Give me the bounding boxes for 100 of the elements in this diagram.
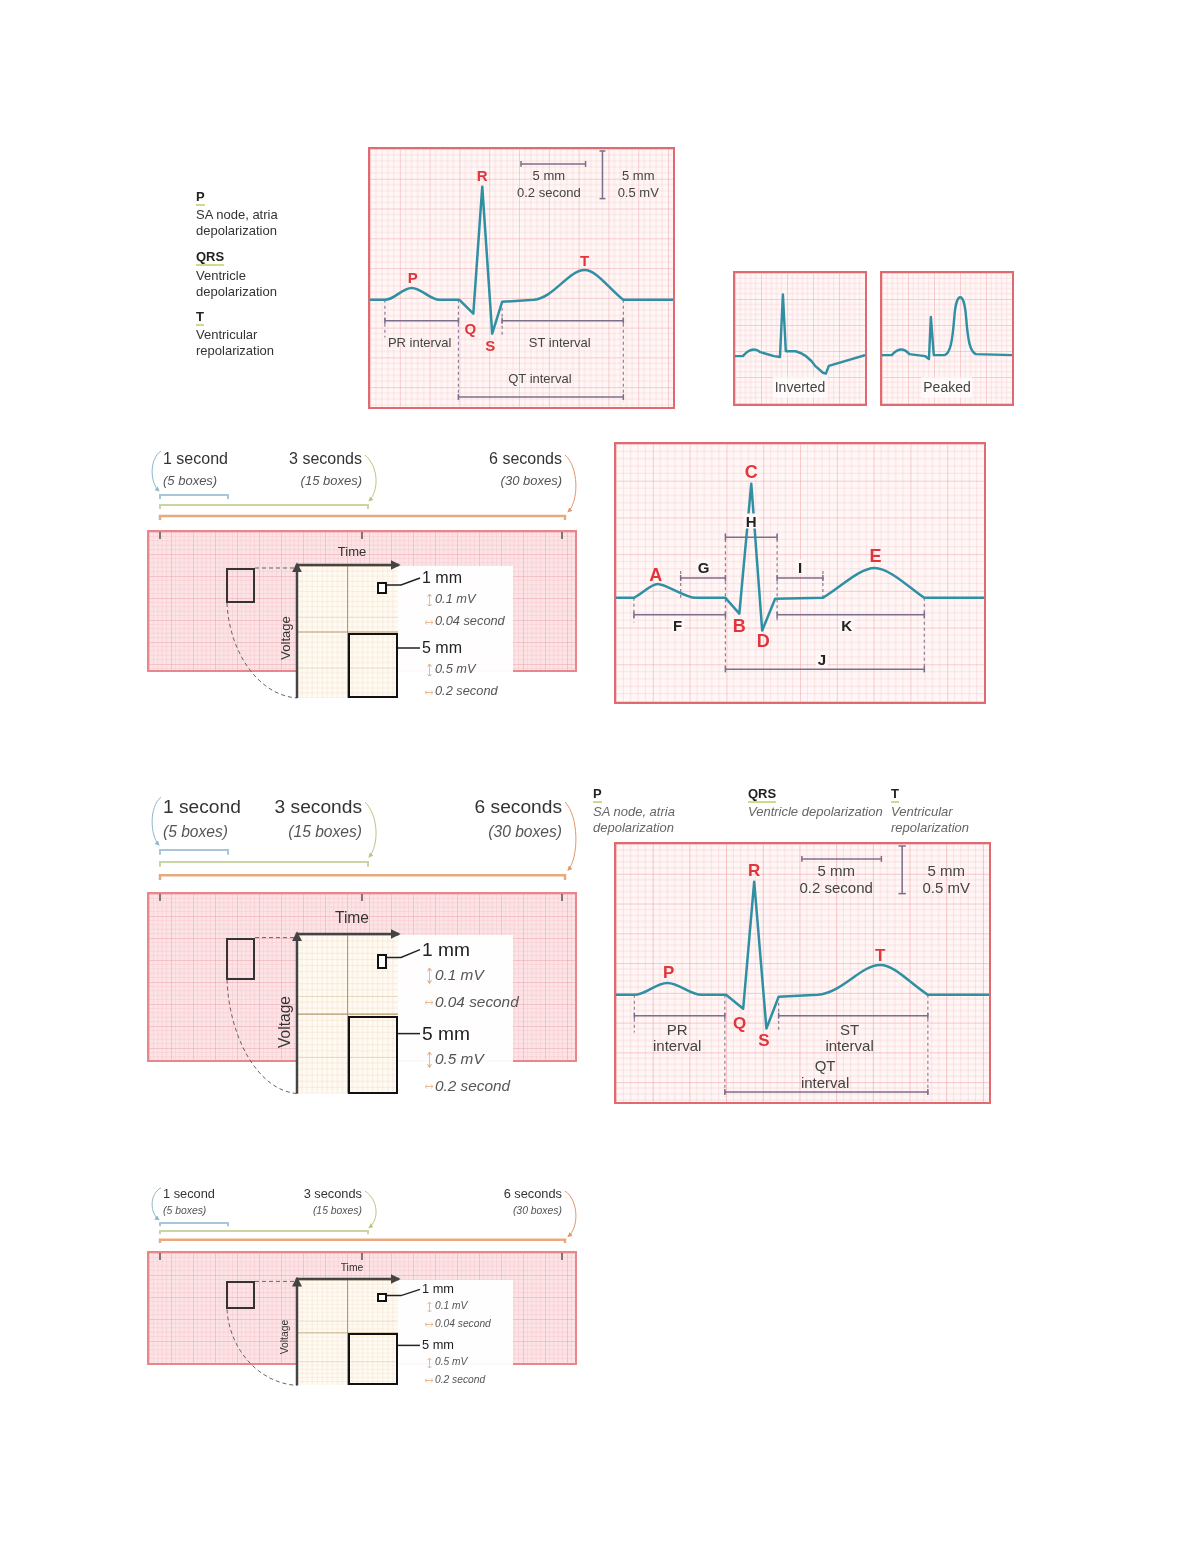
scale-value: 0.04 second [435, 993, 519, 1010]
waveform-caption: Inverted [772, 377, 828, 398]
wave-letter: S [758, 1030, 770, 1053]
interval-label: PR interval [651, 1021, 703, 1054]
box-count-label: (5 boxes) [163, 1205, 207, 1217]
small-grid-square [377, 582, 387, 594]
time-label: 1 second [163, 451, 228, 467]
scale-label: 1 mm [422, 568, 462, 588]
time-label: 1 second [163, 797, 241, 817]
ecg-grid-panel [614, 842, 991, 1104]
wave-name: QRS [196, 249, 225, 266]
wave-description: Ventricle depolarization [196, 268, 278, 300]
box-count-label: (30 boxes) [488, 824, 562, 840]
scale-value: 0.2 second [435, 1077, 511, 1094]
interval-label: QT interval [799, 1057, 851, 1091]
scale-label: 5 mm [817, 862, 855, 878]
scale-value: 0.5 mV [435, 1357, 468, 1368]
box-count-label: (15 boxes) [288, 824, 362, 840]
wave-letter: Q [464, 318, 477, 339]
axis-label: Time [337, 545, 367, 559]
ecg-grid-panel [368, 147, 675, 409]
wave-letter: P [662, 962, 675, 985]
wave-letter: E [869, 547, 882, 566]
wave-letter: K [839, 617, 855, 633]
scale-label: 0.2 second [799, 879, 873, 895]
small-grid-square [377, 954, 387, 969]
leader-line [386, 1288, 421, 1297]
wave-description: Ventricular repolarization [891, 804, 971, 836]
scale-value: 0.2 second [435, 1374, 486, 1386]
wave-description: SA node, atria depolarization [196, 207, 279, 239]
box-count-label: (30 boxes) [512, 1205, 562, 1217]
scale-value: 0.04 second [435, 1318, 491, 1330]
wave-letter: A [649, 566, 663, 584]
wave-name: T [891, 786, 899, 803]
wave-description: Ventricular repolarization [196, 327, 276, 359]
interval-label: ST interval [527, 335, 592, 350]
time-label: 6 seconds [489, 451, 562, 467]
scale-value: 0.04 second [435, 614, 505, 628]
leader-line [397, 1032, 421, 1035]
interval-label: PR interval [387, 335, 452, 350]
axis-label: Voltage [277, 995, 293, 1048]
wave-letter: T [580, 250, 590, 271]
scale-label: 0.5 mV [617, 185, 659, 199]
ecg-grid-panel [880, 271, 1014, 406]
leader-line [397, 1344, 421, 1347]
wave-letter: I [795, 559, 805, 575]
scale-label: 5 mm [621, 168, 655, 182]
axis-label: Voltage [278, 616, 292, 660]
interval-label: QT interval [507, 372, 572, 387]
box-count-label: (15 boxes) [312, 1205, 362, 1217]
scale-value: 0.1 mV [435, 1301, 468, 1312]
wave-letter: B [732, 616, 746, 635]
time-label: 6 seconds [503, 1187, 562, 1201]
scale-value: 0.1 mV [435, 967, 484, 983]
wave-name: QRS [748, 786, 777, 803]
ecg-grid-panel [614, 442, 986, 704]
scale-value: 0.5 mV [435, 1051, 484, 1067]
wave-letter: R [748, 860, 761, 883]
wave-letter: R [476, 165, 488, 186]
scale-value: 0.5 mV [435, 662, 476, 676]
large-grid-square [348, 1333, 398, 1386]
wave-letter: S [485, 336, 496, 357]
box-count-label: (30 boxes) [500, 473, 562, 487]
time-label: 3 seconds [303, 1187, 362, 1201]
wave-letter: J [815, 651, 829, 667]
wave-name: T [196, 309, 204, 326]
wave-description: Ventricle depolarization [748, 804, 884, 820]
leader-line [397, 647, 421, 649]
scale-value: 0.2 second [435, 684, 498, 698]
box-count-label: (5 boxes) [163, 473, 218, 487]
ecg-grid-panel [733, 271, 867, 406]
wave-letter: Q [732, 1012, 747, 1035]
box-count-label: (15 boxes) [300, 473, 362, 487]
scale-label: 5 mm [927, 862, 965, 878]
box-count-label: (5 boxes) [163, 824, 228, 840]
wave-name: P [196, 189, 205, 206]
scale-label: 0.5 mV [922, 879, 970, 895]
scale-label: 1 mm [422, 938, 470, 962]
interval-label: ST interval [824, 1021, 875, 1054]
waveform-caption: Peaked [921, 377, 973, 398]
time-label: 1 second [163, 1187, 215, 1201]
axis-label: Time [340, 1263, 364, 1274]
leader-line [386, 577, 421, 586]
wave-letter: H [743, 513, 759, 529]
axis-label: Voltage [279, 1320, 291, 1355]
scale-label: 5 mm [532, 168, 566, 182]
scale-label: 5 mm [422, 1337, 454, 1354]
scale-label: 1 mm [422, 1281, 454, 1298]
wave-description: SA node, atria depolarization [593, 804, 676, 836]
wave-letter: F [671, 617, 685, 633]
wave-letter: C [744, 462, 758, 481]
large-grid-square [348, 1015, 398, 1094]
scale-label: 5 mm [422, 1022, 470, 1046]
wave-letter: T [874, 945, 886, 968]
small-grid-square [377, 1292, 387, 1303]
wave-name: P [593, 786, 602, 803]
wave-letter: D [756, 632, 770, 651]
axis-label: Time [334, 910, 370, 926]
large-grid-square [348, 633, 398, 698]
leader-line [386, 948, 421, 959]
